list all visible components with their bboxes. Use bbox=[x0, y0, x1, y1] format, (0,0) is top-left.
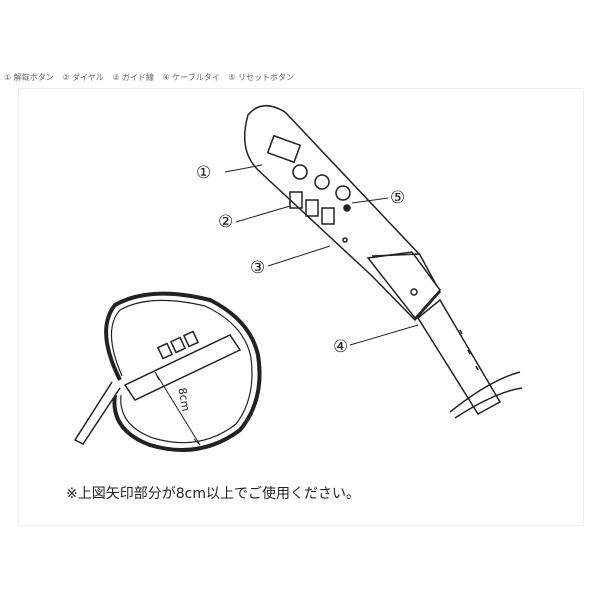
legend-item: ② ダイヤル bbox=[62, 73, 104, 82]
callout-3: ③ bbox=[250, 258, 266, 278]
callout-2: ② bbox=[218, 212, 234, 232]
legend-item: ④ ケーブルタイ bbox=[162, 73, 220, 82]
usage-note: ※上図矢印部分が8cm以上でご使用ください。 bbox=[66, 486, 360, 502]
callout-1: ① bbox=[196, 163, 212, 183]
parts-legend: ① 解錠ボタン ② ダイヤル ③ ガイド線 ④ ケーブルタイ ⑤ リセットボタン bbox=[4, 72, 300, 83]
callout-4: ④ bbox=[333, 337, 349, 357]
legend-item: ③ ガイド線 bbox=[112, 73, 155, 82]
diagram-frame bbox=[18, 88, 584, 526]
callout-5: ⑤ bbox=[390, 188, 406, 208]
legend-item: ① 解錠ボタン bbox=[4, 73, 54, 82]
legend-item: ⑤ リセットボタン bbox=[228, 73, 295, 82]
